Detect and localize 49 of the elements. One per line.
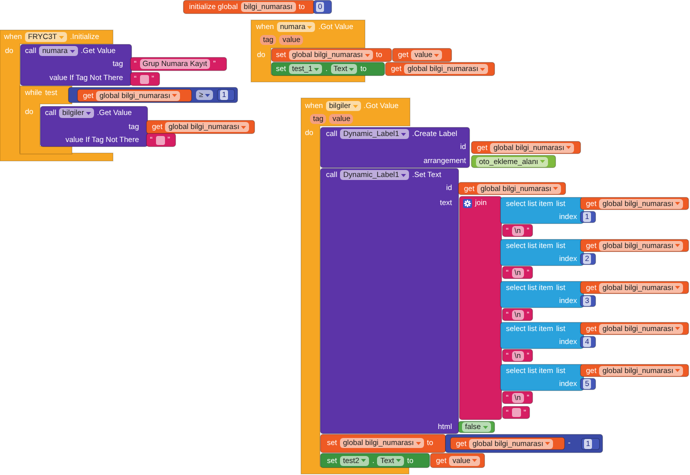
text-string-block <box>130 57 227 71</box>
number-block <box>217 89 235 101</box>
variable-getter-block <box>385 62 495 76</box>
variable-setter-block <box>271 48 392 62</box>
method-call-block <box>320 168 459 434</box>
number-block <box>313 0 332 14</box>
number-block <box>580 378 596 390</box>
comparison-block <box>68 87 238 103</box>
number-block <box>580 211 596 223</box>
number-block <box>580 253 596 265</box>
method-call-block <box>20 44 132 86</box>
boolean-block <box>458 421 495 433</box>
text-string-block <box>502 391 533 404</box>
variable-getter-block <box>580 281 689 294</box>
component-block <box>471 155 556 168</box>
variable-getter-block <box>450 437 565 450</box>
method-call-block <box>320 127 470 168</box>
method-call-block <box>40 106 148 147</box>
number-block <box>580 336 596 348</box>
text-string-block <box>502 308 533 321</box>
list-select-block <box>500 322 584 349</box>
list-select-block <box>500 364 584 391</box>
math-block <box>445 434 603 453</box>
property-setter-block <box>320 453 430 468</box>
text-string-block <box>502 266 533 279</box>
variable-getter-block <box>392 48 452 62</box>
variable-getter-block <box>146 120 255 134</box>
list-select-block <box>500 197 584 224</box>
text-string-block <box>502 349 533 362</box>
variable-getter-block <box>471 141 581 154</box>
list-select-block <box>500 239 584 266</box>
text-string-block <box>502 406 530 419</box>
text-string-block <box>130 72 160 86</box>
variable-getter-block <box>580 364 689 377</box>
text-string-block <box>502 224 533 237</box>
variable-getter-block <box>458 182 566 195</box>
list-select-block <box>500 281 584 308</box>
number-block <box>580 295 596 307</box>
property-setter-block <box>271 62 385 76</box>
number-block <box>581 438 600 450</box>
variable-getter-block <box>580 239 689 252</box>
text-string-block <box>146 133 176 147</box>
variable-getter-block <box>580 322 689 335</box>
variable-initializer-block <box>183 0 315 14</box>
variable-setter-block <box>320 434 446 453</box>
variable-getter-block <box>430 453 485 468</box>
variable-getter-block <box>77 89 192 102</box>
variable-getter-block <box>580 197 689 210</box>
join-block <box>459 196 502 420</box>
